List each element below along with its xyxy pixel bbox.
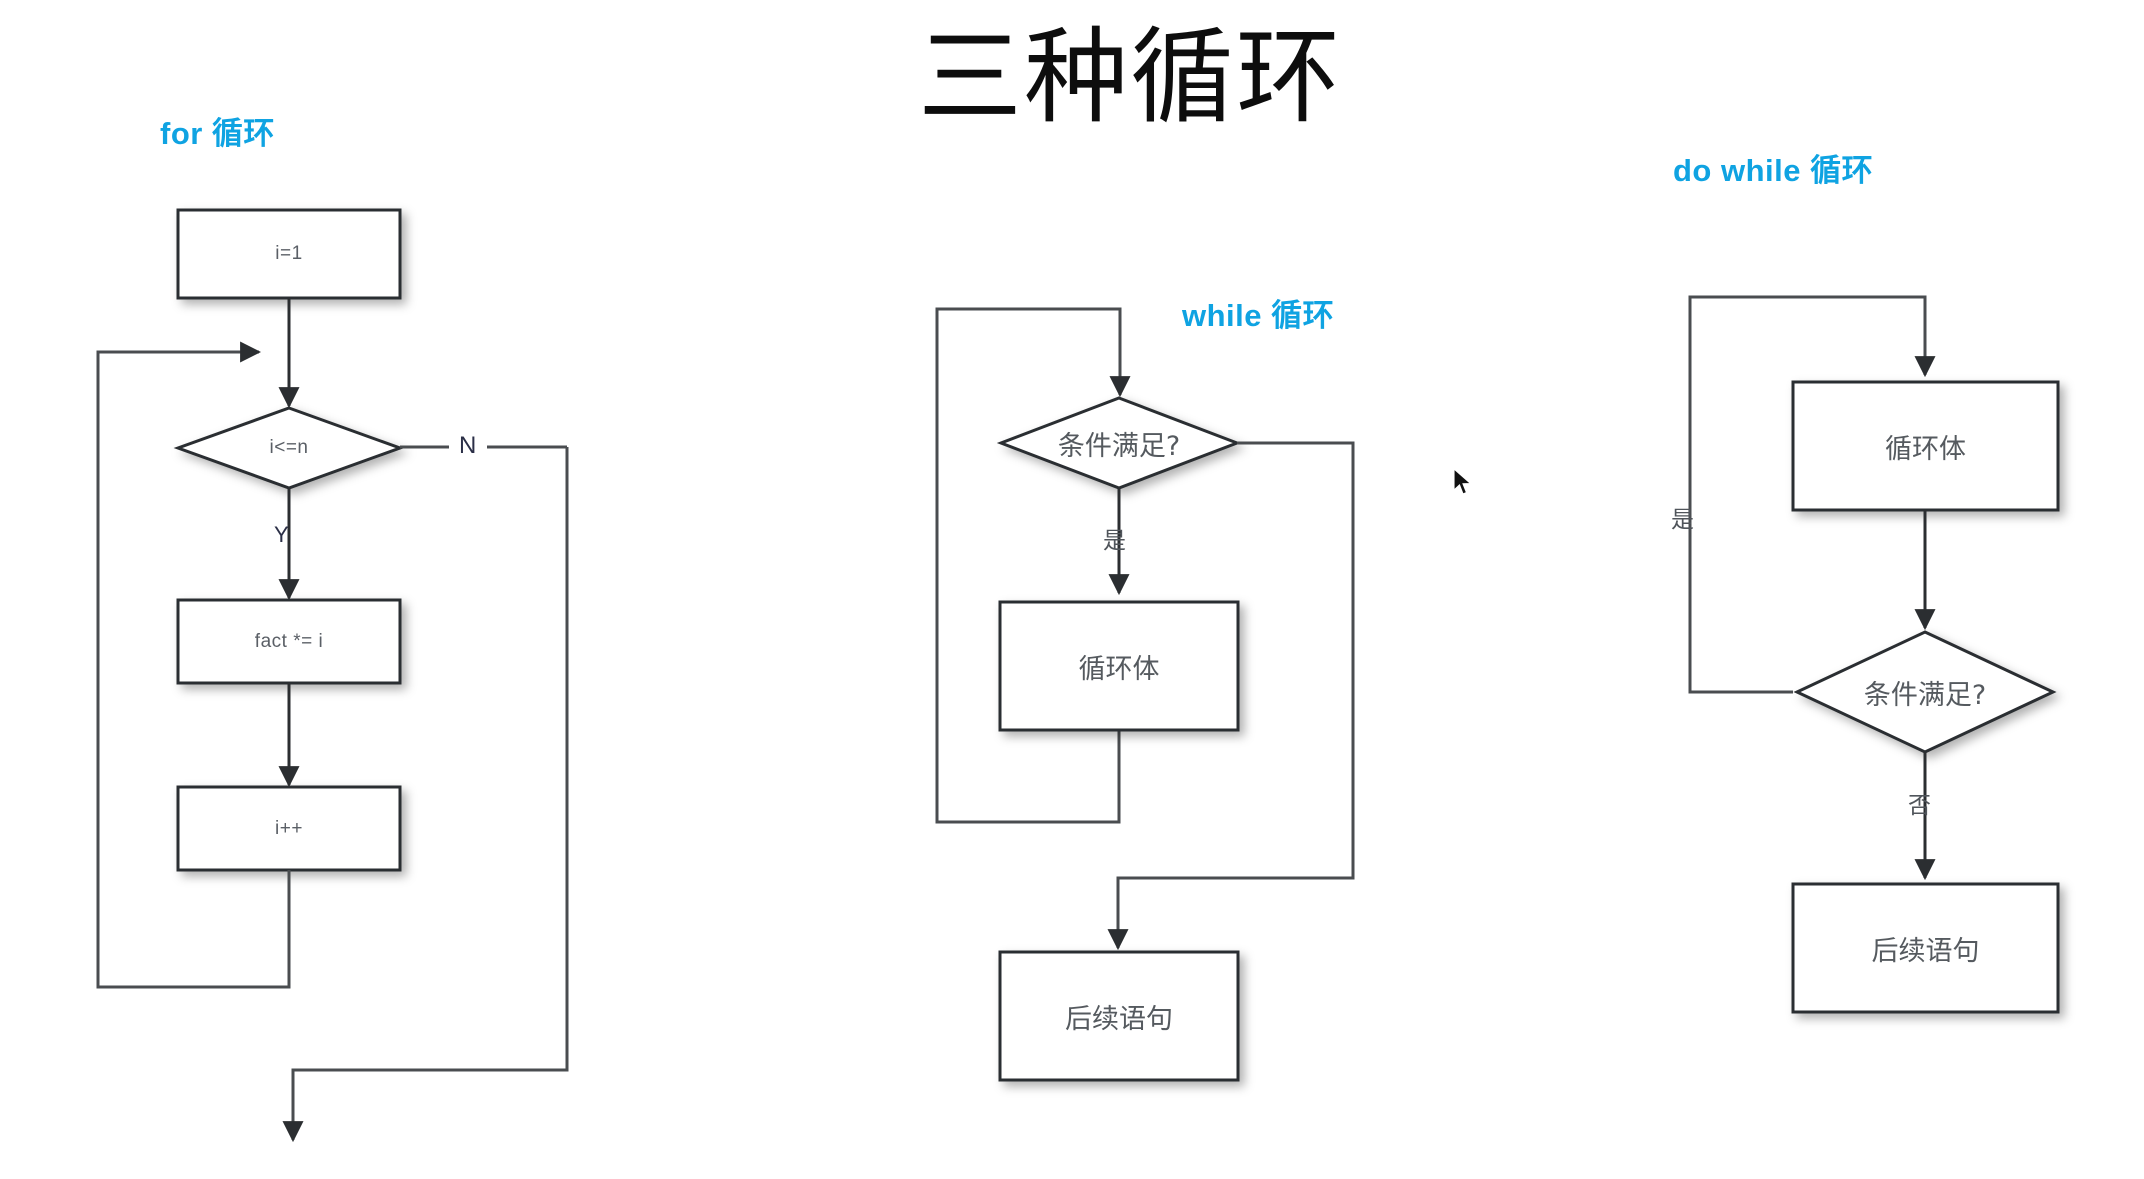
for-edge-label-no: N [459,432,477,459]
for-node-init-label: i=1 [275,243,303,264]
while-node-after-label: 后续语句 [1065,1003,1173,1035]
do-while-edge-label-yes: 是 [1671,507,1694,533]
section-title-for-loop: for 循环 [160,116,275,151]
do-while-node-condition-label: 条件满足? [1863,679,1987,711]
do-while-edge-label-no: 否 [1908,793,1931,819]
section-title-while-loop: while 循环 [1182,298,1335,333]
section-title-do-while-loop: do while 循环 [1673,153,1874,188]
for-node-increment-label: i++ [275,817,303,839]
while-node-body-label: 循环体 [1078,653,1160,685]
mouse-cursor-icon [1452,467,1474,498]
while-node-condition-label: 条件满足? [1057,430,1181,462]
do-while-node-body-label: 循环体 [1885,433,1966,465]
for-node-condition-label: i<=n [269,437,309,458]
do-while-node-after-label: 后续语句 [1871,935,1980,967]
while-edge-label-yes: 是 [1103,528,1126,554]
for-edge-label-yes: Y [274,522,289,547]
page-title: 三种循环 [917,16,1342,138]
for-node-body-label: fact *= i [254,630,324,652]
